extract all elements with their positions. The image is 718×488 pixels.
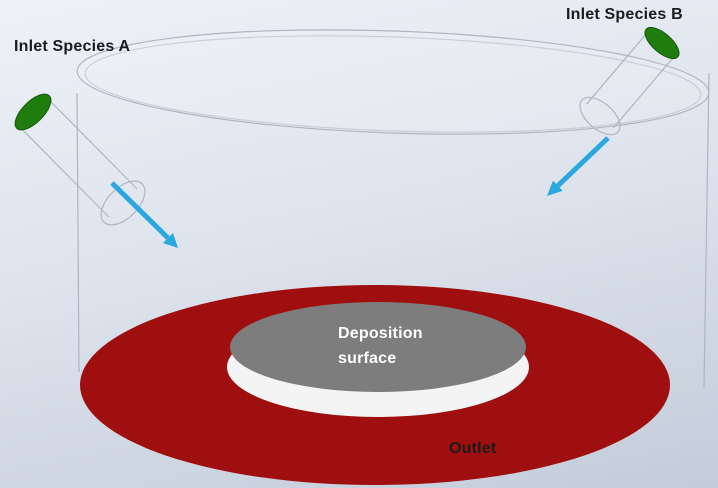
inlet-b-pipe-edge-lower — [613, 54, 677, 129]
chamber-wall-left — [76, 92, 80, 373]
chamber-top-rim-inner — [84, 35, 702, 133]
inlet-a-pipe-edge-lower — [18, 125, 110, 218]
inlet-b-flow-arrow — [556, 136, 610, 188]
inlet-a-flow-arrow — [110, 181, 170, 240]
deposition-surface-disk — [230, 302, 526, 392]
inlet-a-cap — [14, 93, 52, 131]
inlet-a-opening — [100, 180, 146, 226]
deposition-surface-label-line2: surface — [338, 350, 397, 367]
chamber-wall-right — [703, 72, 710, 389]
inlet-a-pipe-edge-upper — [46, 97, 138, 190]
inlet-a-label: Inlet Species A — [14, 38, 131, 55]
deposition-surface-label: Deposition surface — [338, 321, 423, 371]
outlet-label: Outlet — [449, 440, 497, 457]
inlet-b-opening — [579, 96, 621, 136]
deposition-surface-label-line1: Deposition — [338, 325, 423, 342]
inlet-b-pipe-edge-upper — [585, 30, 649, 105]
inlet-b-flow-arrowhead — [547, 180, 563, 196]
inlet-a-flow-arrowhead — [163, 233, 178, 248]
inlet-b-cap — [644, 26, 680, 60]
inlet-b-label: Inlet Species B — [566, 6, 683, 23]
